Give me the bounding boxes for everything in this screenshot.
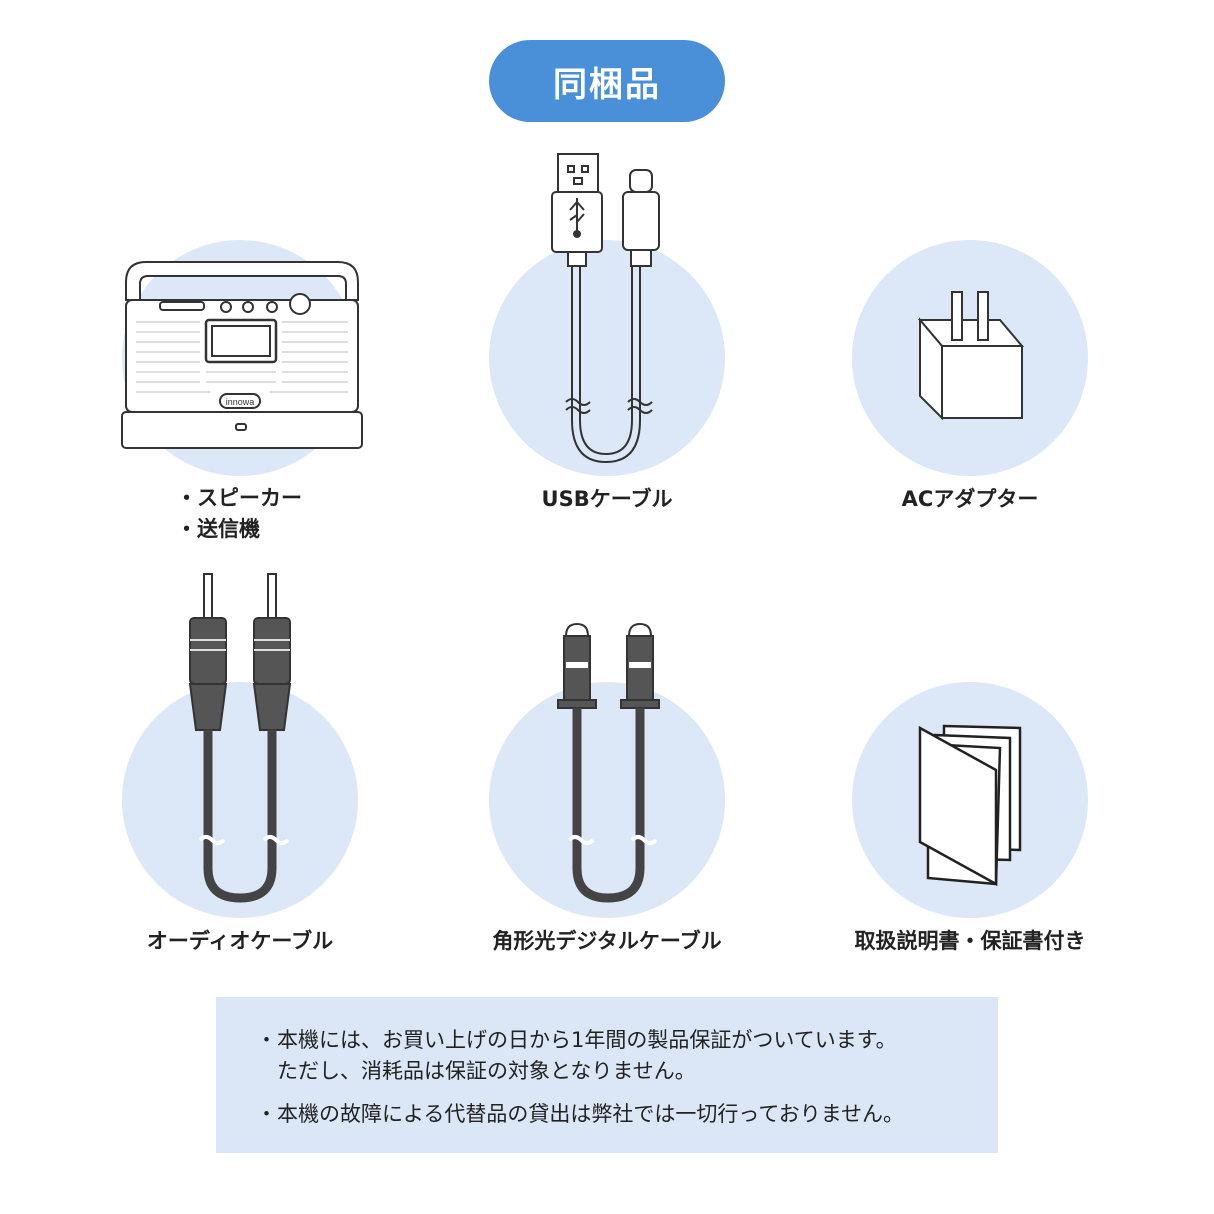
- ac-bg-circle: [852, 240, 1088, 476]
- notice-line-3: ・本機の故障による代替品の貸出は弊社では一切行っておりません。: [256, 1102, 905, 1126]
- audio-label: オーディオケーブル: [146, 929, 334, 953]
- speaker-label: ・スピーカー: [176, 486, 302, 510]
- optical-bg-circle: [489, 682, 725, 918]
- audio-bg-circle: [122, 682, 358, 918]
- notice-line-1: ・本機には、お買い上げの日から1年間の製品保証がついています。: [256, 1028, 897, 1052]
- notice-line-2: ただし、消耗品は保証の対象となりません。: [256, 1059, 696, 1083]
- ac-label: ACアダプター: [901, 487, 1039, 511]
- page-title: 同梱品: [489, 40, 725, 122]
- usb-label: USBケーブル: [541, 487, 673, 511]
- optical-label: 角形光デジタルケーブル: [492, 929, 722, 953]
- usb-bg-circle: [489, 240, 725, 476]
- manual-label: 取扱説明書・保証書付き: [854, 929, 1086, 953]
- speaker-bg-circle: [122, 240, 358, 476]
- transmitter-label: ・送信機: [176, 517, 260, 541]
- manual-bg-circle: [852, 682, 1088, 918]
- notice-box: ・本機には、お買い上げの日から1年間の製品保証がついています。 ただし、消耗品は…: [216, 997, 998, 1153]
